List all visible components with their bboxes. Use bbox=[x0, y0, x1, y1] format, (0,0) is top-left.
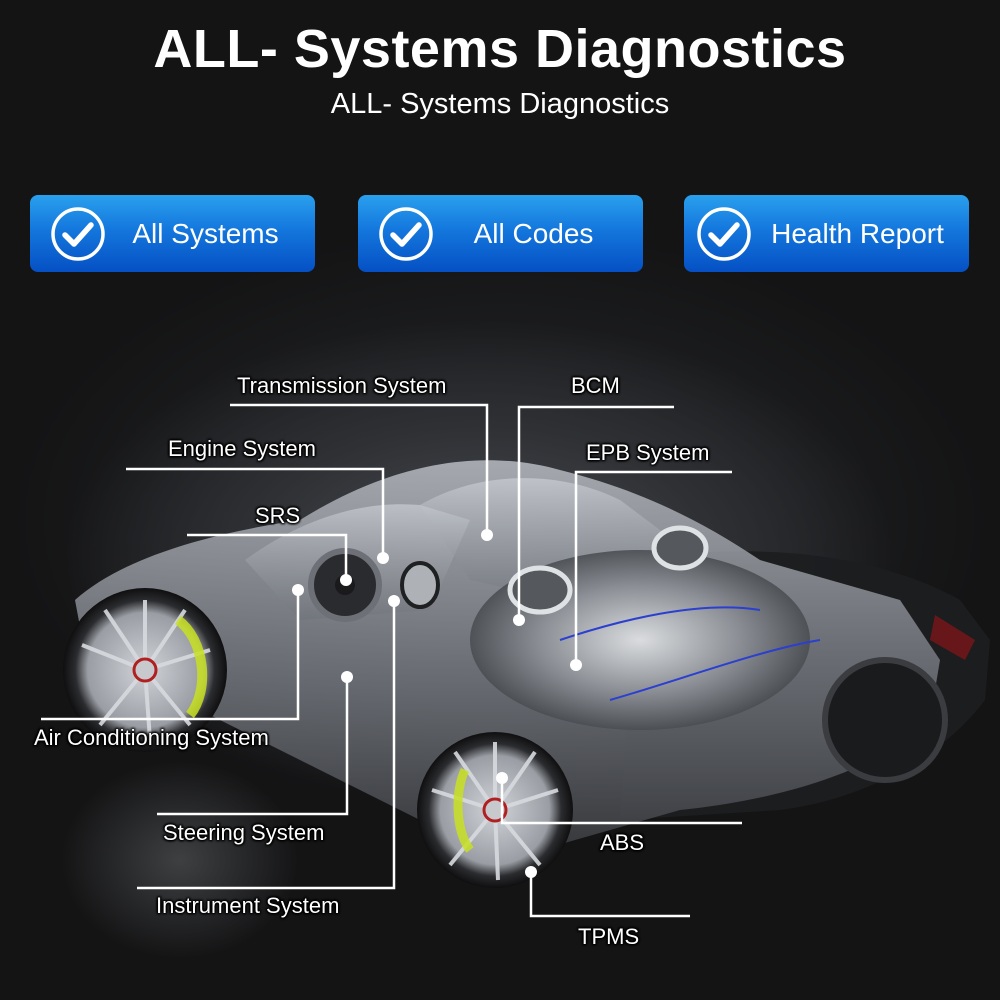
callout-bcm: BCM bbox=[571, 373, 620, 398]
all-systems-label: All Systems bbox=[132, 217, 279, 249]
page-title: ALL- Systems Diagnostics bbox=[153, 19, 847, 79]
callout-air-conditioning-system: Air Conditioning System bbox=[34, 725, 269, 750]
all-systems-button[interactable]: All Systems bbox=[30, 195, 315, 272]
check-circle-icon bbox=[697, 206, 751, 261]
health-report-label: Health Report bbox=[771, 217, 944, 249]
all-codes-button[interactable]: All Codes bbox=[358, 195, 643, 272]
callout-instrument-system: Instrument System bbox=[156, 893, 340, 918]
callout-steering-system: Steering System bbox=[163, 820, 325, 845]
all-codes-label: All Codes bbox=[473, 217, 594, 249]
check-circle-icon bbox=[379, 206, 433, 261]
check-circle-icon bbox=[51, 206, 105, 261]
callout-abs: ABS bbox=[600, 830, 645, 855]
callout-tpms: TPMS bbox=[578, 924, 640, 949]
callout-engine-system: Engine System bbox=[168, 436, 316, 461]
page-subtitle: ALL- Systems Diagnostics bbox=[330, 88, 670, 120]
callout-epb-system: EPB System bbox=[586, 440, 710, 465]
car-illustration bbox=[63, 460, 990, 888]
callout-srs: SRS bbox=[255, 503, 301, 528]
health-report-button[interactable]: Health Report bbox=[684, 195, 969, 272]
callout-transmission-system: Transmission System bbox=[237, 373, 447, 398]
